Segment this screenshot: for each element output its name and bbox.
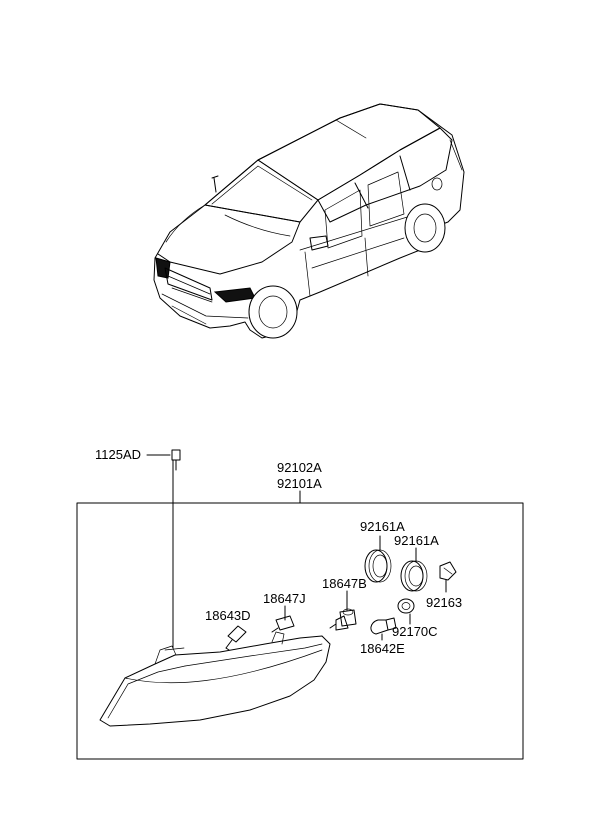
assembly-frame bbox=[76, 502, 524, 760]
part-label-92101a: 92101A bbox=[277, 476, 322, 491]
part-label-92170c: 92170C bbox=[392, 624, 438, 639]
bulb-18642e: 18642E bbox=[360, 617, 405, 656]
part-label-1125ad: 1125AD bbox=[95, 447, 141, 462]
part-label-92161a-1: 92161A bbox=[360, 519, 405, 534]
bulb-holder-92170c: 92170C bbox=[392, 598, 438, 639]
cap-92163: 92163 bbox=[426, 561, 462, 610]
part-label-18643d: 18643D bbox=[205, 608, 251, 623]
bulb-18647b: 18647B bbox=[322, 576, 367, 631]
car-illustration bbox=[153, 103, 465, 339]
part-label-18647b: 18647B bbox=[322, 576, 367, 591]
part-label-92102a: 92102A bbox=[277, 460, 322, 475]
bulb-18647j: 18647J bbox=[263, 591, 306, 633]
part-label-92163: 92163 bbox=[426, 595, 462, 610]
part-label-92161a-2: 92161A bbox=[394, 533, 439, 548]
headlamp-housing bbox=[99, 631, 331, 727]
socket-92161a-1: 92161A bbox=[360, 519, 405, 583]
bulb-18643d: 18643D bbox=[205, 608, 251, 651]
socket-92161a-2: 92161A bbox=[394, 533, 439, 592]
part-label-18647j: 18647J bbox=[263, 591, 306, 606]
part-label-18642e: 18642E bbox=[360, 641, 405, 656]
bolt-1125ad: 1125AD bbox=[95, 447, 181, 649]
